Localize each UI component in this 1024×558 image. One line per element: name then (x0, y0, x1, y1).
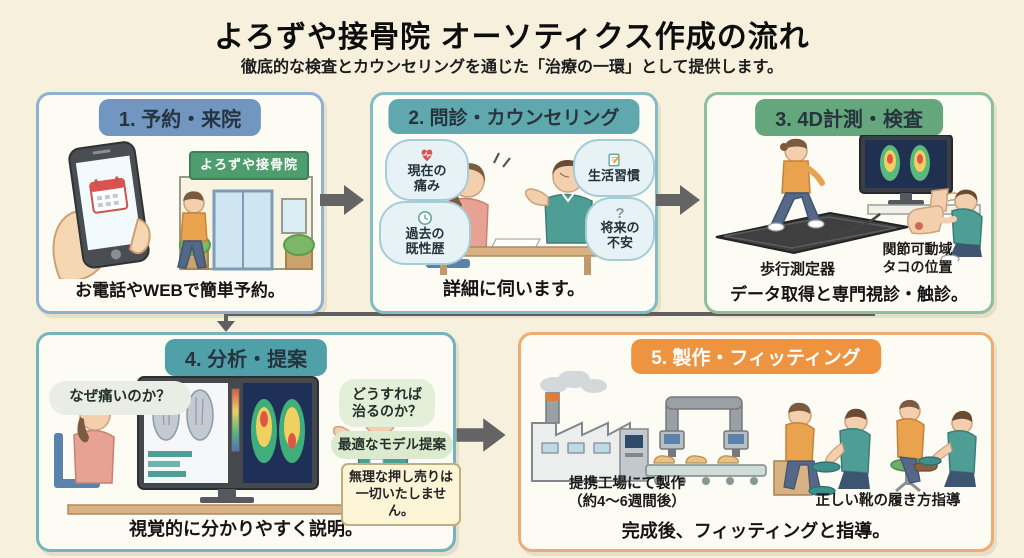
bubble-how-to-heal: どうすれば 治るのか？ (339, 379, 435, 427)
panel-counseling: 2. 問診・カウンセリング 現在の 痛み 過去の 既性歴 生活習慣 (370, 92, 658, 314)
arrow-step2-to-step3 (656, 185, 700, 215)
factory (531, 371, 649, 482)
phone-in-hand (52, 141, 151, 279)
panel-reservation: 1. 予約・来院 よろずや接骨院 (36, 92, 324, 314)
desk-surface (67, 504, 369, 515)
panel1-title: 1. 予約・来院 (98, 99, 262, 136)
label-shoe-guidance: 正しい靴の履き方指導 (815, 493, 961, 509)
question-icon: ? (615, 205, 625, 223)
fitting-scene (773, 402, 871, 497)
panel2-title: 2. 問診・カウンセリング (388, 99, 640, 134)
arrow-step1-to-step2 (320, 185, 364, 215)
label-partner-factory: 提携工場にて製作 （約4〜6週間後） (568, 476, 686, 511)
pressure-monitor (829, 135, 981, 237)
panel5-caption: 完成後、フィッティングと指導。 (621, 521, 891, 541)
gait-mat (715, 211, 909, 255)
bubble-why-pain: なぜ痛いのか？ (49, 381, 191, 415)
arrow-step4-to-step5 (456, 418, 506, 452)
reservation-illustration (52, 141, 315, 279)
page-title: よろずや接骨院 オーソティクス作成の流れ (214, 21, 810, 54)
panel4-title: 4. 分析・提案 (164, 339, 328, 376)
clock-icon (418, 210, 432, 225)
panel4-caption: 視覚的に分かりやすく説明。 (129, 519, 363, 539)
notepad-icon (608, 153, 620, 167)
foot-heatmap (251, 399, 305, 463)
measurement-illustration (715, 135, 983, 261)
bubble-model-proposal: 最適なモデル提案 (331, 431, 453, 459)
clinic-sign: よろずや接骨院 (189, 151, 309, 180)
clinic-storefront (177, 176, 315, 271)
heart-icon (421, 149, 433, 161)
walking-person (177, 191, 208, 269)
panel-production-fitting: 5. 製作・フィッティング (518, 332, 994, 552)
bubble-lifestyle: 生活習慣 (573, 139, 655, 197)
walking-patient (767, 138, 825, 232)
calendar-icon (89, 176, 129, 214)
panel-analysis: 4. 分析・提案 なぜ痛いのか？ どうすれば 治るのか？ 最適なモデル提案 無理… (36, 332, 461, 552)
bubble-past-history: 過去の 既性歴 (379, 201, 471, 265)
panel1-caption: お電話やWEBで簡単予約。 (75, 281, 285, 300)
insole-conveyor (645, 396, 767, 485)
panel2-caption: 詳細に伺います。 (442, 279, 586, 299)
bubble-future-anxiety: ? 将来の 不安 (585, 197, 655, 261)
panel3-caption: データ取得と専門視診・触診。 (730, 285, 968, 304)
page-subtitle: 徹底的な検査とカウンセリングを通じた「治療の一環」として提供します。 (241, 59, 783, 76)
panel5-title: 5. 製作・フィッティング (631, 339, 881, 374)
shoe-guidance-scene (890, 399, 977, 493)
production-illustration (531, 371, 977, 497)
foot-examination (906, 188, 983, 261)
label-joint-callus: 関節可動域 タコの位置 (882, 241, 953, 275)
panel-measurement: 3. 4D計測・検査 (704, 92, 994, 314)
no-hard-sell-note: 無理な押し売りは 一切いたしません。 (341, 463, 461, 526)
bubble-current-pain: 現在の 痛み (385, 139, 469, 201)
panel3-title: 3. 4D計測・検査 (755, 99, 943, 136)
label-gait-device: 歩行測定器 (759, 261, 835, 278)
